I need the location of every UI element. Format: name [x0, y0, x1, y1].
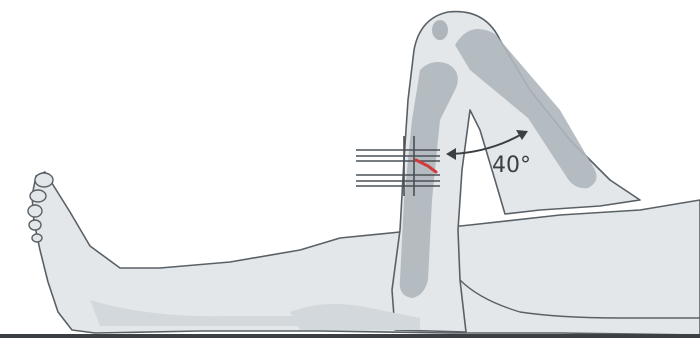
table-surface: [0, 334, 700, 338]
kneecap: [432, 20, 448, 40]
angle-label: 40°: [492, 153, 531, 178]
